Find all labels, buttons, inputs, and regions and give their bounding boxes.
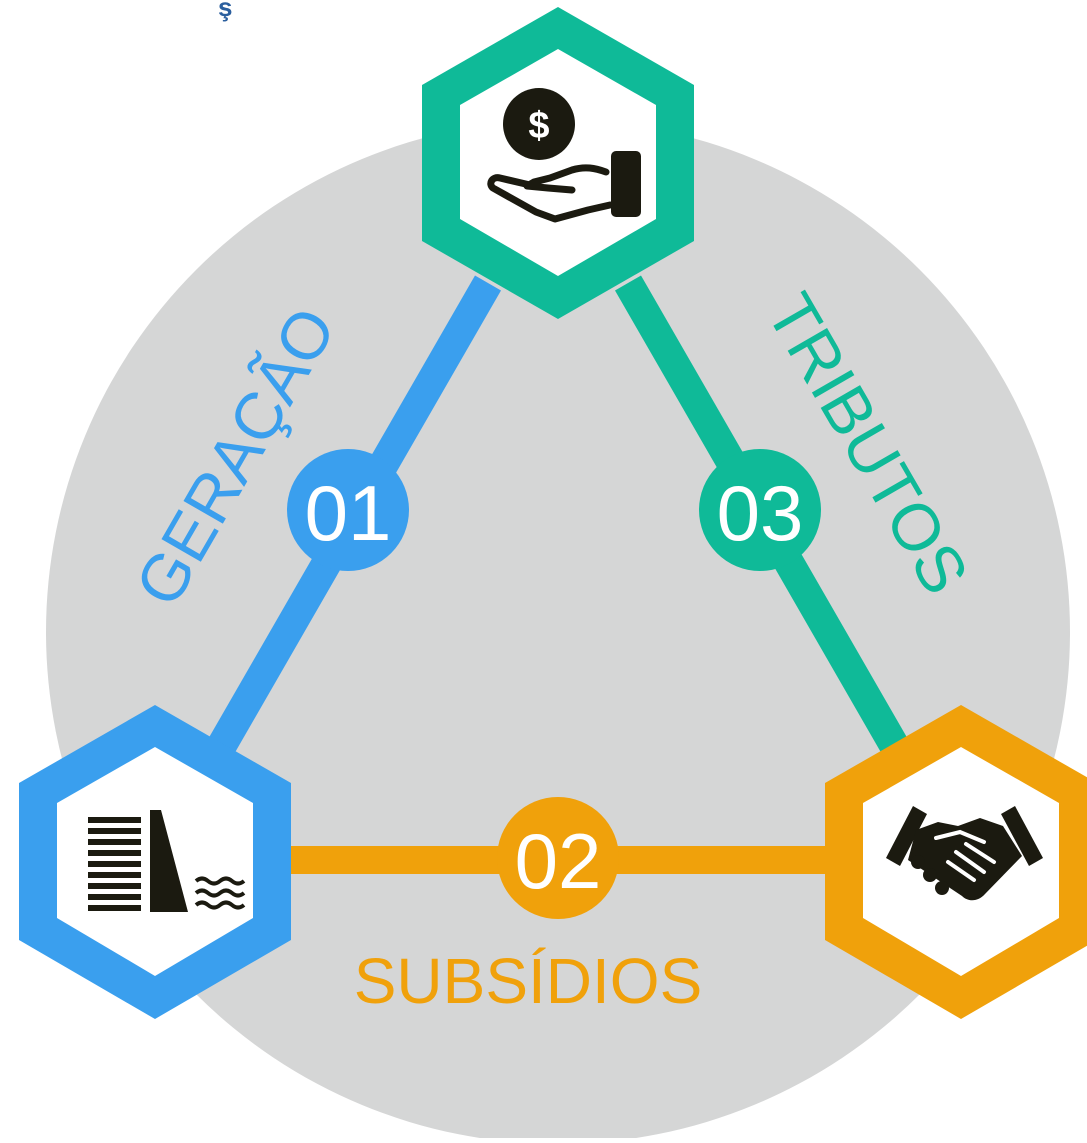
edge-label-subsidios: SUBSÍDIOS bbox=[354, 945, 703, 1017]
cropped-heading-fragment: ş bbox=[218, 0, 233, 22]
svg-text:$: $ bbox=[528, 105, 549, 147]
badge-03: 03 bbox=[699, 449, 821, 571]
badge-03-number: 03 bbox=[717, 469, 804, 557]
badge-02: 02 bbox=[497, 797, 619, 919]
node-bottom-left-hexagon bbox=[19, 705, 291, 1019]
hydro-dam-icon bbox=[88, 810, 246, 912]
badge-02-number: 02 bbox=[515, 817, 602, 905]
handshake-icon bbox=[886, 806, 1043, 901]
node-bottom-right-hexagon bbox=[825, 705, 1087, 1019]
node-top-hexagon: $ bbox=[422, 7, 694, 319]
money-hand-icon: $ bbox=[487, 88, 641, 223]
badge-01-number: 01 bbox=[305, 469, 392, 557]
background-circle bbox=[46, 120, 1070, 1143]
badge-01: 01 bbox=[287, 449, 409, 571]
